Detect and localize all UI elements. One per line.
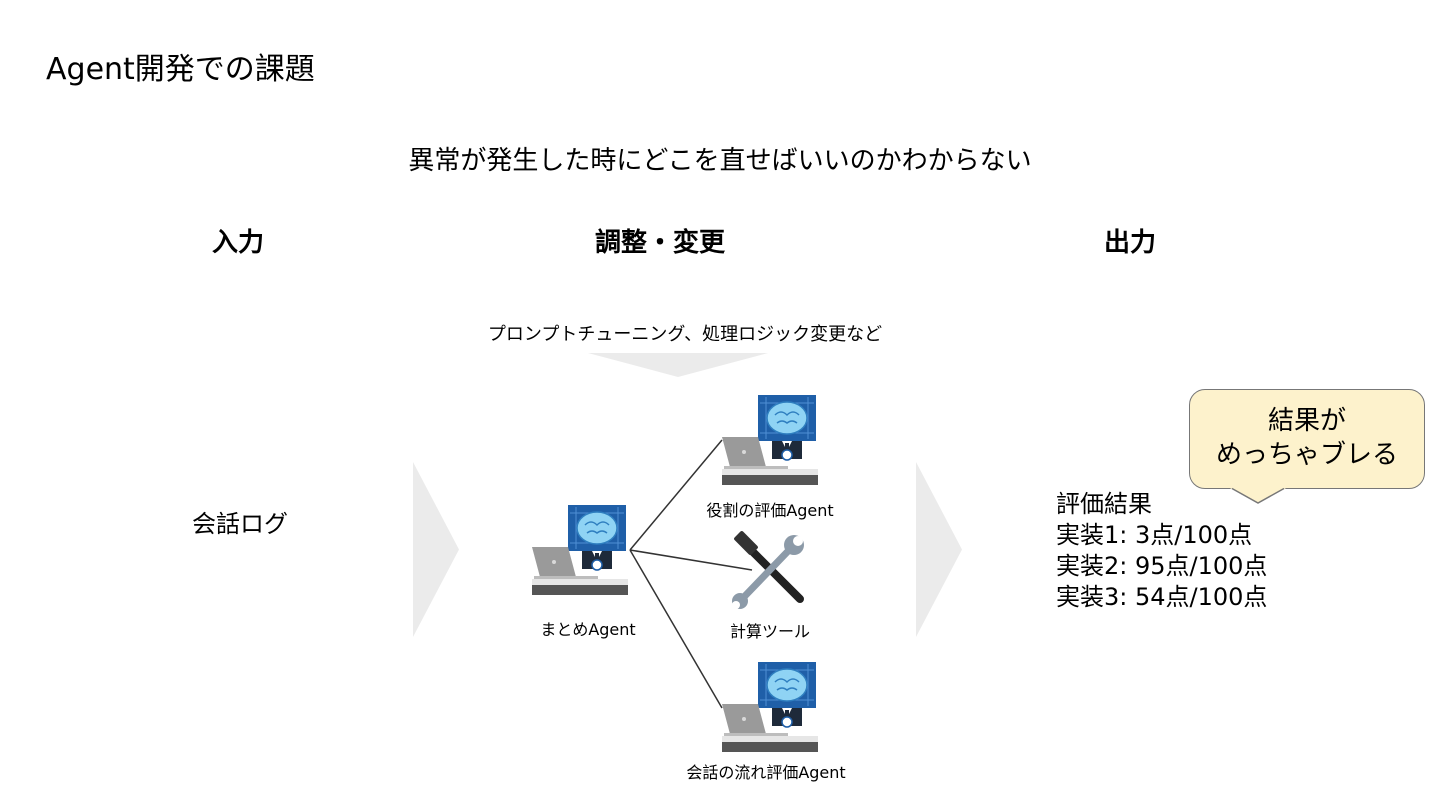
wrench-hammer-icon — [732, 531, 804, 609]
result-heading: 評価結果 — [1056, 490, 1152, 518]
column-header-output: 出力 — [1103, 228, 1156, 258]
callout-line-2: めっちゃブレる — [1215, 440, 1398, 470]
flow-eval-agent-label: 会話の流れ評価Agent — [686, 763, 846, 782]
flow-eval-agent-robot-icon — [722, 662, 818, 752]
input-conversation-log: 会話ログ — [192, 510, 288, 538]
tuning-note: プロンプトチューニング、処理ロジック変更など — [487, 324, 883, 345]
callout-tail — [1228, 487, 1288, 504]
slide-title: Agent開発での課題 — [46, 52, 315, 87]
result-row-1: 実装1: 3点/100点 — [1056, 521, 1253, 549]
summary-agent-label: まとめAgent — [540, 620, 636, 639]
evaluation-result: 評価結果 実装1: 3点/100点 実装2: 95点/100点 実装3: 54点… — [1056, 489, 1267, 613]
result-row-3: 実装3: 54点/100点 — [1056, 583, 1268, 611]
result-row-2: 実装2: 95点/100点 — [1056, 552, 1268, 580]
role-eval-agent-robot-icon — [722, 395, 818, 485]
column-header-adjust: 調整・変更 — [594, 228, 725, 258]
callout-line-1: 結果が — [1267, 406, 1346, 436]
summary-agent-robot-icon — [532, 505, 628, 595]
role-eval-agent-label: 役割の評価Agent — [706, 501, 834, 520]
slide-subtitle: 異常が発生した時にどこを直せばいいのかわからない — [408, 146, 1032, 176]
callout-bubble: 結果が めっちゃブレる — [1189, 389, 1425, 489]
calc-tool-label: 計算ツール — [729, 622, 810, 641]
column-header-input: 入力 — [211, 228, 264, 258]
